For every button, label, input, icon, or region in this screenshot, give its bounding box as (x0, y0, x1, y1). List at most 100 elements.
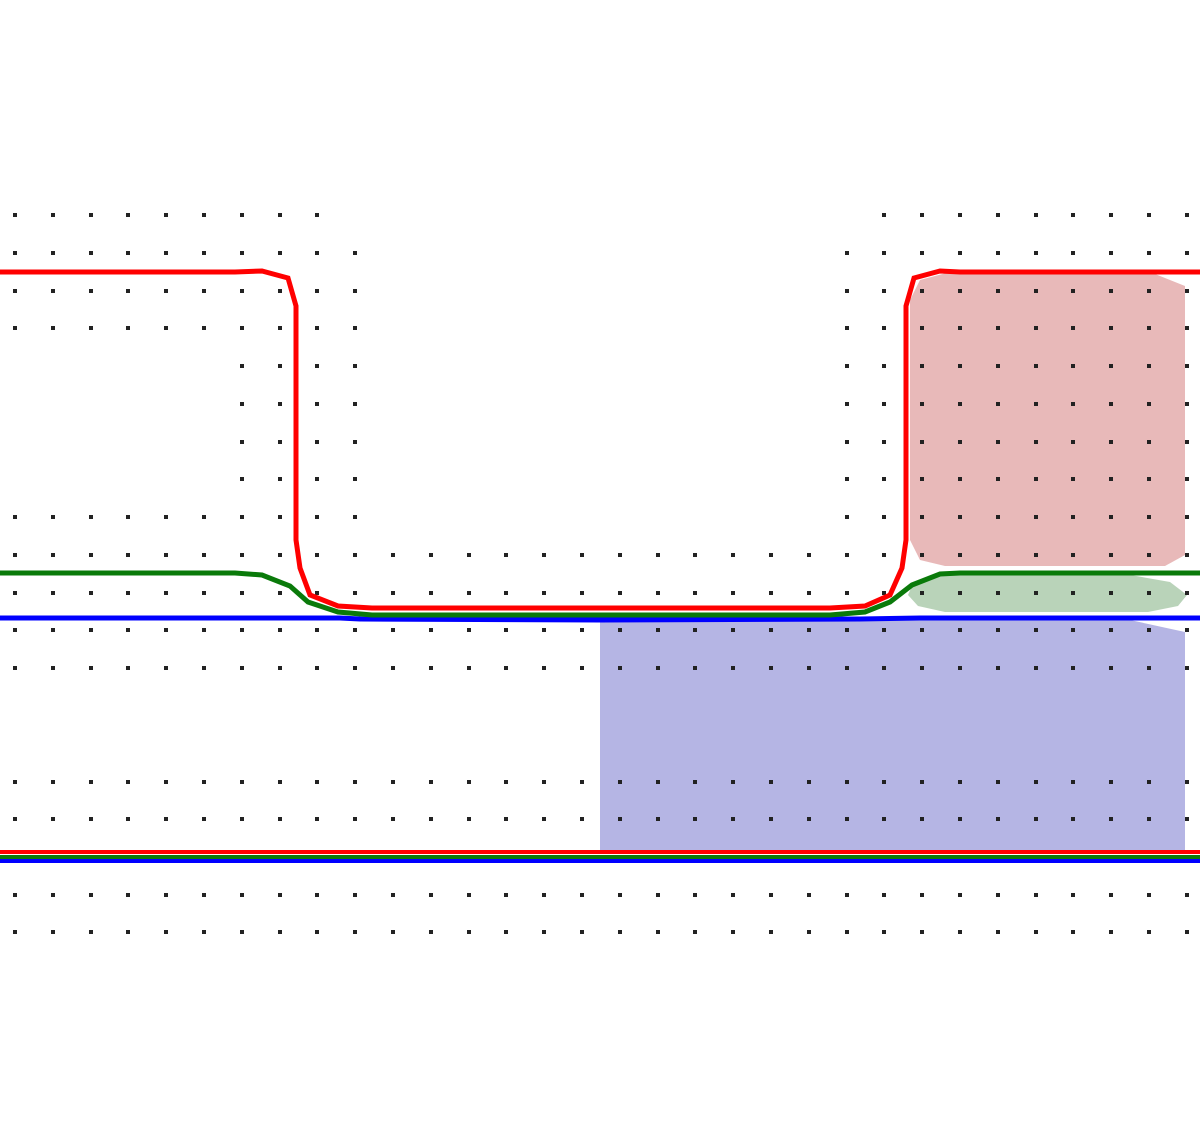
grid-dot (13, 628, 17, 632)
grid-dot (1185, 930, 1189, 934)
grid-dot (13, 817, 17, 821)
grid-dot (769, 553, 773, 557)
grid-dot (391, 666, 395, 670)
grid-dot (1034, 326, 1038, 330)
boundary-curves (0, 268, 1200, 863)
grid-dot (126, 666, 130, 670)
grid-dot (13, 930, 17, 934)
grid-dot (1185, 591, 1189, 595)
grid-dot (1147, 440, 1151, 444)
grid-dot (769, 893, 773, 897)
grid-dot (1109, 213, 1113, 217)
grid-dot (920, 591, 924, 595)
grid-dot (202, 515, 206, 519)
grid-dot (240, 213, 244, 217)
grid-dot (89, 515, 93, 519)
grid-dot (807, 666, 811, 670)
grid-dot (315, 402, 319, 406)
grid-dot (731, 628, 735, 632)
grid-dot (1109, 893, 1113, 897)
grid-dot (164, 213, 168, 217)
grid-dot (1185, 780, 1189, 784)
grid-dot (882, 364, 886, 368)
grid-dot (542, 591, 546, 595)
grid-dot (1147, 326, 1151, 330)
grid-dot (1034, 289, 1038, 293)
grid-dot (731, 930, 735, 934)
grid-dot (845, 364, 849, 368)
grid-dot (164, 780, 168, 784)
grid-dot (89, 213, 93, 217)
grid-dot (1109, 628, 1113, 632)
grid-dot (89, 817, 93, 821)
grid-dot (542, 553, 546, 557)
grid-dot (920, 326, 924, 330)
grid-dot (693, 628, 697, 632)
grid-dot (240, 591, 244, 595)
grid-dot (315, 213, 319, 217)
grid-dot (202, 251, 206, 255)
grid-dot (845, 553, 849, 557)
grid-dot (278, 666, 282, 670)
grid-dot (958, 251, 962, 255)
grid-dot (278, 289, 282, 293)
grid-dot (996, 515, 1000, 519)
grid-dot (542, 930, 546, 934)
grid-dot (580, 628, 584, 632)
grid-dot (1147, 930, 1151, 934)
grid-dot (542, 628, 546, 632)
grid-dot (882, 213, 886, 217)
grid-dot (164, 893, 168, 897)
grid-dot (51, 780, 55, 784)
grid-dot (353, 666, 357, 670)
grid-dot (996, 364, 1000, 368)
grid-dot (51, 930, 55, 934)
grid-dot (1034, 817, 1038, 821)
grid-dot (920, 553, 924, 557)
grid-dot (920, 628, 924, 632)
grid-dot (958, 553, 962, 557)
grid-dot (467, 817, 471, 821)
grid-dot (996, 930, 1000, 934)
grid-dot (278, 213, 282, 217)
grid-dot (693, 930, 697, 934)
grid-dot (353, 893, 357, 897)
grid-dot (845, 817, 849, 821)
grid-dot (278, 628, 282, 632)
grid-dot (391, 591, 395, 595)
grid-dot (278, 402, 282, 406)
grid-dot (996, 402, 1000, 406)
grid-dot (1185, 402, 1189, 406)
grid-dot (240, 289, 244, 293)
grid-dot (164, 515, 168, 519)
grid-dot (467, 930, 471, 934)
grid-dot (1071, 666, 1075, 670)
grid-dot (315, 515, 319, 519)
grid-dot (353, 591, 357, 595)
grid-dot (1109, 817, 1113, 821)
grid-dot (315, 817, 319, 821)
grid-dot (51, 213, 55, 217)
grid-dot (353, 289, 357, 293)
grid-dot (1071, 477, 1075, 481)
grid-dot (278, 817, 282, 821)
grid-dot (656, 591, 660, 595)
grid-dot (126, 326, 130, 330)
grid-dot (845, 251, 849, 255)
grid-dot (504, 553, 508, 557)
grid-dot (845, 289, 849, 293)
grid-dot (164, 591, 168, 595)
grid-dot (958, 289, 962, 293)
grid-dot (126, 893, 130, 897)
grid-dot (278, 591, 282, 595)
grid-dot (1147, 402, 1151, 406)
grid-dot (1185, 893, 1189, 897)
grid-dot (240, 553, 244, 557)
grid-dot (202, 326, 206, 330)
grid-dot (958, 364, 962, 368)
grid-dot (996, 289, 1000, 293)
grid-dot (315, 553, 319, 557)
grid-dot (504, 666, 508, 670)
grid-dot (13, 591, 17, 595)
